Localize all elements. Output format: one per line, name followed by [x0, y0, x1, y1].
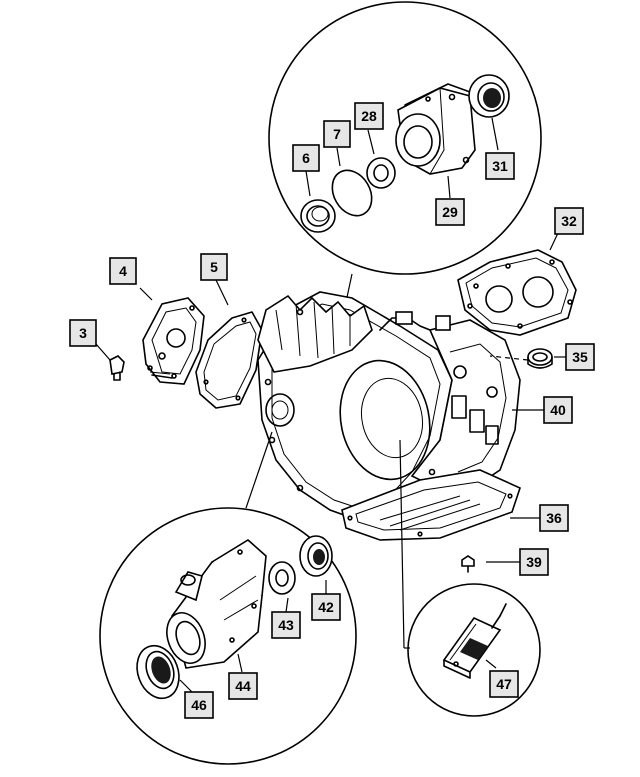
svg-text:28: 28	[361, 108, 377, 124]
svg-text:31: 31	[492, 158, 508, 174]
svg-text:32: 32	[561, 213, 577, 229]
svg-text:44: 44	[235, 678, 251, 694]
callout-44: 44	[228, 672, 258, 700]
callout-28: 28	[354, 102, 384, 130]
svg-text:42: 42	[318, 599, 334, 615]
callout-5: 5	[200, 253, 228, 281]
part-44-adapter-housing	[166, 539, 267, 669]
part-46-seal	[136, 644, 180, 700]
callout-31: 31	[485, 152, 515, 180]
svg-text:5: 5	[210, 259, 218, 275]
callout-46: 46	[184, 691, 214, 719]
callout-42: 42	[311, 593, 341, 621]
part-42-seal	[299, 535, 333, 577]
part-3-bolt	[109, 355, 125, 381]
part-29-extension-housing	[395, 83, 476, 175]
part-4-cover-plate	[142, 297, 205, 385]
detail-circle-bottom-right	[407, 583, 541, 717]
callout-3: 3	[69, 319, 97, 347]
svg-text:3: 3	[79, 325, 87, 341]
callout-35: 35	[565, 343, 595, 371]
callout-7: 7	[323, 120, 351, 148]
svg-text:6: 6	[302, 150, 310, 166]
svg-text:46: 46	[191, 697, 207, 713]
part-47-solenoid	[442, 603, 507, 679]
svg-text:4: 4	[119, 263, 127, 279]
part-35-seal	[527, 348, 553, 369]
detail-circle-bottom-left	[99, 507, 357, 765]
callout-29: 29	[435, 198, 465, 226]
callout-40: 40	[543, 396, 573, 424]
part-39-drain-plug	[461, 555, 475, 573]
svg-text:29: 29	[442, 204, 458, 220]
callout-47: 47	[489, 670, 519, 698]
callout-4: 4	[109, 257, 137, 285]
callout-43: 43	[271, 611, 301, 639]
detail-circle-top	[268, 1, 542, 275]
svg-text:43: 43	[278, 617, 294, 633]
svg-text:35: 35	[572, 349, 588, 365]
callout-32: 32	[554, 207, 584, 235]
svg-text:40: 40	[550, 402, 566, 418]
part-31-seal	[468, 74, 510, 118]
callout-39: 39	[519, 548, 549, 576]
transaxle-case	[257, 291, 521, 521]
part-28-washer	[366, 157, 396, 189]
part-5-gasket	[195, 311, 263, 409]
svg-text:36: 36	[546, 510, 562, 526]
part-36-oil-pan	[341, 469, 521, 541]
part-6-seal	[300, 199, 336, 233]
svg-text:7: 7	[333, 126, 341, 142]
callout-36: 36	[539, 504, 569, 532]
svg-text:39: 39	[526, 554, 542, 570]
callout-6: 6	[292, 144, 320, 172]
part-43-washer	[268, 561, 296, 595]
part-7-o-ring	[331, 169, 373, 217]
svg-text:47: 47	[496, 676, 512, 692]
part-32-cover-gasket	[457, 249, 577, 336]
